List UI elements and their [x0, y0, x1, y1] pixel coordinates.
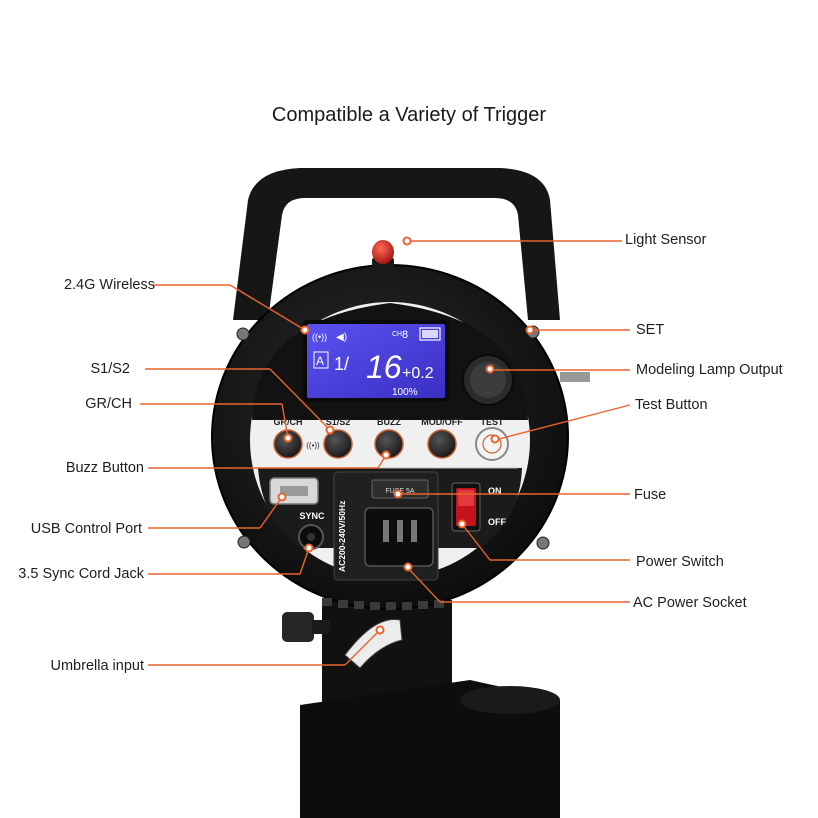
lcd-channel-value: 8 [402, 329, 408, 341]
screw [236, 327, 250, 341]
lcd-power-fraction: 1/ [334, 354, 349, 374]
voltage-label: AC200-240V/50Hz [337, 501, 347, 572]
button-label-grch: GR/CH [274, 417, 303, 427]
callout-lines [140, 240, 631, 666]
cooling-fins [322, 598, 444, 610]
callout-ac-power-socket: AC Power Socket [633, 595, 747, 611]
switch-on-label: ON [488, 486, 502, 496]
modeling-lamp-plug [560, 372, 590, 382]
wireless-antenna-icon: ((•)) [306, 441, 320, 450]
callout-sync-cord-jack: 3.5 Sync Cord Jack [18, 566, 144, 582]
stand-mount [282, 600, 560, 818]
callout-s1s2: S1/S2 [90, 361, 131, 377]
callout-set: SET [636, 322, 665, 338]
callout-wireless: 2.4G Wireless [63, 277, 155, 293]
callout-modeling-lamp-output: Modeling Lamp Output [636, 362, 783, 378]
lcd-channel-label: CH [392, 331, 402, 338]
lcd-speaker-icon: ◀) [336, 332, 347, 343]
callout-test-button: Test Button [635, 397, 708, 413]
tilt-knob [282, 612, 314, 642]
light-sensor [372, 240, 394, 264]
lcd-screen [307, 324, 445, 398]
screw [237, 535, 251, 549]
modoff-button[interactable] [427, 429, 457, 459]
callout-usb-control-port: USB Control Port [30, 521, 142, 537]
button-label-test: TEST [480, 417, 504, 427]
callout-buzz-button: Buzz Button [65, 460, 144, 476]
test-button[interactable] [475, 427, 509, 461]
s1s2-button[interactable] [323, 429, 353, 459]
button-row: GR/CH S1/S2 BUZZ MOD/OFF TEST ((•)) [273, 417, 509, 461]
screw [536, 536, 550, 550]
lcd-percent: 100% [392, 387, 418, 398]
button-label-modoff: MOD/OFF [421, 417, 463, 427]
callout-grch: GR/CH [85, 396, 132, 412]
callout-light-sensor: Light Sensor [625, 232, 707, 248]
button-label-buzz: BUZZ [377, 417, 401, 427]
lcd-power-value: 16 [366, 349, 402, 385]
lcd-wireless-icon: ((•)) [312, 332, 327, 342]
page-title: Compatible a Variety of Trigger [271, 104, 547, 126]
sync-label: SYNC [299, 511, 325, 521]
grch-button[interactable] [273, 429, 303, 459]
callout-umbrella-input: Umbrella input [50, 658, 145, 674]
switch-off-label: OFF [488, 517, 506, 527]
lcd-power-offset: +0.2 [402, 365, 434, 382]
callout-fuse: Fuse [634, 487, 667, 503]
lcd-battery-icon [419, 327, 441, 341]
callout-power-switch: Power Switch [636, 554, 724, 570]
callout-dots [277, 236, 535, 635]
button-label-s1s2: S1/S2 [326, 417, 351, 427]
carry-handle [233, 168, 560, 320]
lcd-mode: A [316, 354, 324, 368]
